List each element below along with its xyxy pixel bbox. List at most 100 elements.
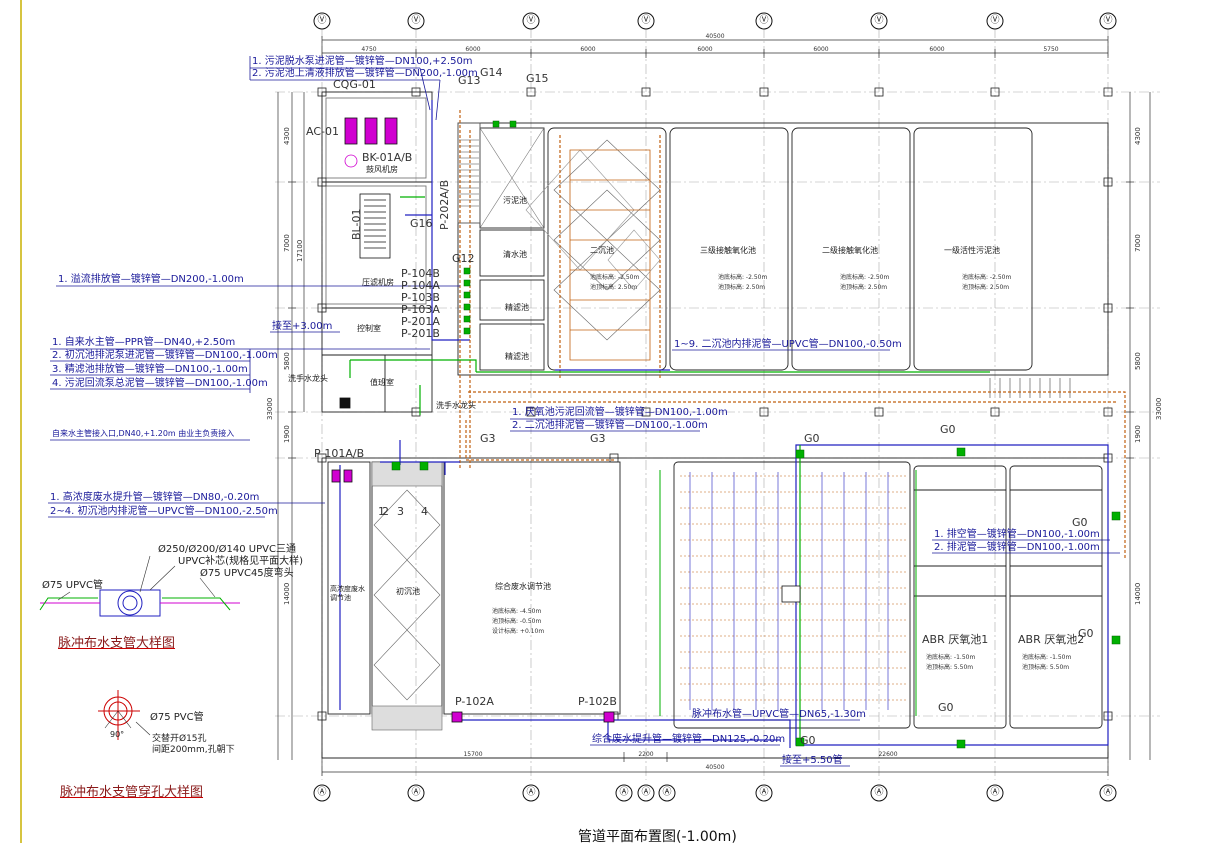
label-blower-room: 鼓风机房 <box>366 165 398 174</box>
callout-secondary-sludge: 2. 二沉池排泥管—镀锌管—DN100,-1.00m <box>512 420 708 431</box>
level-comp-1: 池底标高: -4.50m <box>492 608 542 615</box>
level-abr1-1: 池底标高: -1.50m <box>926 654 976 661</box>
axis-bubble-top-6: Ⓥ <box>870 12 888 30</box>
drawing-title: 管道平面布置图(-1.00m) <box>578 829 737 845</box>
callout-leaders <box>48 56 1120 767</box>
callout-primary-inner-sludge: 2~4. 初沉池内排泥管—UPVC管—DN100,-2.50m <box>50 506 278 517</box>
detail1-note-elbow: Ø75 UPVC45度弯头 <box>200 568 294 579</box>
detail2-angle: 90° <box>110 730 125 739</box>
level-contact2-2: 池顶标高: 2.50m <box>840 284 888 291</box>
dim-left-seg-1: 4300 <box>283 127 291 145</box>
abr-distribution-grid <box>680 475 906 701</box>
level-contact3-2: 池顶标高: 2.50m <box>718 284 766 291</box>
label-press-room: 压滤机房 <box>362 278 394 287</box>
dim-left-seg-2: 7000 <box>283 234 291 252</box>
level-sec-1: 池底标高: -2.50m <box>590 274 640 281</box>
axis-bubble-bottom-9: Ⓐ <box>986 784 1004 802</box>
callout-fine-filter-drain: 3. 精滤池排放管—镀锌管—DN100,-1.00m <box>52 364 248 375</box>
level-abr2-2: 池顶标高: 5.50m <box>1022 664 1070 671</box>
label-primary-tank: 初沉池 <box>396 587 420 596</box>
dim-left-seg-5: 14000 <box>283 582 291 605</box>
axis-bubble-bottom-6: Ⓐ <box>658 784 676 802</box>
callout-tap-water-inlet: 自来水主管接入口,DN40,+1.20m 由业主负责接入 <box>52 429 235 438</box>
callout-primary-sludge-pump: 2. 初沉池排泥泵进泥管—镀锌管—DN100,-1.00m <box>52 350 278 361</box>
label-fine-filter-2: 精滤池 <box>505 352 529 361</box>
level-comp-2: 池顶标高: -0.50m <box>492 618 542 625</box>
detail2-title: 脉冲布水支管穿孔大样图 <box>60 785 204 800</box>
dim-right-seg-1: 4300 <box>1134 127 1142 145</box>
label-high-conc-tank: 高浓度废水调节池 <box>330 585 365 602</box>
level-contact2-1: 池底标高: -2.50m <box>840 274 890 281</box>
callout-overflow-discharge: 1. 溢流排放管—镀锌管—DN200,-1.00m <box>58 274 244 285</box>
upper-tank-block <box>457 122 1109 376</box>
label-contact-2: 二级接触氧化池 <box>822 246 878 255</box>
level-contact3-1: 池底标高: -2.50m <box>718 274 768 281</box>
level-abr1-2: 池顶标高: 5.50m <box>926 664 974 671</box>
tag-p101: P-101A/B <box>314 447 365 460</box>
level-active1-1: 池底标高: -2.50m <box>962 274 1012 281</box>
label-sludge-tank: 污泥池 <box>503 196 527 205</box>
callout-sludge-return-main: 4. 污泥回流泵总泥管—镀锌管—DN100,-1.00m <box>52 378 268 389</box>
tag-p103a: P-103A <box>401 303 440 316</box>
dim-left-sub: 17100 <box>296 239 304 262</box>
dim-right-seg-3: 5800 <box>1134 352 1142 370</box>
tag-num-1: 1 <box>378 505 385 518</box>
tag-g3b: G3 <box>590 432 606 445</box>
tag-g16: G16 <box>410 217 433 230</box>
tag-cqg: CQG-01 <box>333 78 376 91</box>
dim-right-seg-5: 14000 <box>1134 582 1142 605</box>
top-dimension-lines <box>321 36 1109 58</box>
tag-g12: G12 <box>452 252 475 265</box>
tag-p201b: P-201B <box>401 327 440 340</box>
axis-bubble-top-2: Ⓥ <box>407 12 425 30</box>
tag-g0-2: G0 <box>940 423 956 436</box>
axis-bubble-bottom-7: Ⓐ <box>755 784 773 802</box>
tag-g3a: G3 <box>480 432 496 445</box>
dim-bottom-seg-1: 15700 <box>463 751 483 758</box>
label-clear-tank: 清水池 <box>503 250 527 259</box>
stair-hatch <box>459 139 1071 398</box>
dim-top-seg-7: 5750 <box>1043 46 1059 53</box>
tag-g15: G15 <box>526 72 549 85</box>
dim-bottom-seg-2: 2200 <box>638 751 654 758</box>
level-sec-2: 池顶标高: 2.50m <box>590 284 638 291</box>
detail2-note-pipe: Ø75 PVC管 <box>150 712 204 723</box>
tag-p102a: P-102A <box>455 695 494 708</box>
detail-perforated-branch <box>98 690 151 740</box>
tag-num-2: 2 <box>382 505 389 518</box>
callout-to-plus5: 接至+5.50管 <box>782 755 843 766</box>
dim-top-total: 40500 <box>705 33 725 40</box>
label-wash-tap-2: 洗手水龙头 <box>436 401 476 410</box>
level-abr2-1: 池底标高: -1.50m <box>1022 654 1072 661</box>
tag-g14: G14 <box>480 66 503 79</box>
axis-bubble-bottom-8: Ⓐ <box>870 784 888 802</box>
detail2-note-spacing: 间距200mm,孔朝下 <box>152 745 235 755</box>
tag-num-3: 3 <box>397 505 404 518</box>
tag-g0-6: G0 <box>800 734 816 747</box>
callout-pulse-pipe: 脉冲布水管—UPVC管—DN65,-1.30m <box>692 709 866 720</box>
tag-g0-1: G0 <box>804 432 820 445</box>
tag-g13: G13 <box>458 74 481 87</box>
callout-to-plus3: 接至+3.00m <box>272 321 333 332</box>
callout-comp-lift: 综合废水提升管—镀锌管—DN125,-0.20m <box>592 734 786 745</box>
dim-top-seg-2: 6000 <box>465 46 481 53</box>
dim-left-seg-4: 1900 <box>283 425 291 443</box>
axis-bubble-top-5: Ⓥ <box>755 12 773 30</box>
callout-drain-pipe: 1. 排空管—镀锌管—DN100,-1.00m <box>934 529 1100 540</box>
dim-right-seg-2: 7000 <box>1134 234 1142 252</box>
label-control-room: 控制室 <box>357 324 381 333</box>
callout-sludge-dewater-feed: 1. 污泥脱水泵进泥管—镀锌管—DN100,+2.50m <box>252 56 473 67</box>
dim-top-seg-1: 4750 <box>361 46 377 53</box>
detail1-note-bushing: UPVC补芯(规格见平面大样) <box>178 556 303 567</box>
callout-anaerobic-return: 1. 厌氧池污泥回流管—镀锌管—DN100,-1.00m <box>512 407 728 418</box>
callout-sludge-pipe: 2. 排泥管—镀锌管—DN100,-1.00m <box>934 542 1100 553</box>
dim-right-seg-4: 1900 <box>1134 425 1142 443</box>
tag-g0-4: G0 <box>1078 627 1094 640</box>
callout-tap-water-main: 1. 自来水主管—PPR管—DN40,+2.50m <box>52 337 236 348</box>
axis-bubble-top-3: Ⓥ <box>522 12 540 30</box>
dim-top-seg-3: 6000 <box>580 46 596 53</box>
dim-left-seg-3: 5800 <box>283 352 291 370</box>
detail2-note-holes: 交替开Ø15孔 <box>152 734 207 744</box>
tag-p201a: P-201A <box>401 315 440 328</box>
